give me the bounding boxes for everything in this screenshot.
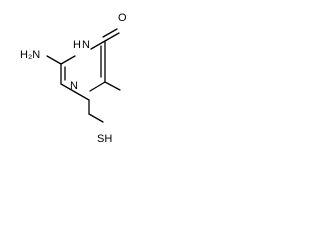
bond-c4-n3 [74, 91, 90, 101]
oxygen-label: O [118, 12, 127, 24]
bond-n1-c6 [90, 40, 106, 50]
bond-c4-sh [88, 113, 104, 123]
ring-nh-n-label: N [82, 39, 90, 51]
ring-n-label: N [70, 80, 78, 92]
bond-c5-c6-top [104, 81, 121, 91]
bond-c2-n1 [60, 55, 76, 65]
molecule-structure: H₂N N H N O SH [20, 12, 127, 145]
bond-c6-o [104, 32, 120, 42]
ring-nh-h-label: H [73, 39, 81, 51]
bond-n3-c4 [60, 83, 76, 93]
sh-label: SH [97, 133, 112, 145]
nh2-label: H₂N [20, 49, 40, 61]
bond-c5-c4 [89, 81, 106, 92]
bond-c2-nh2 [46, 55, 62, 65]
bond-c6-o-double [102, 28, 118, 38]
